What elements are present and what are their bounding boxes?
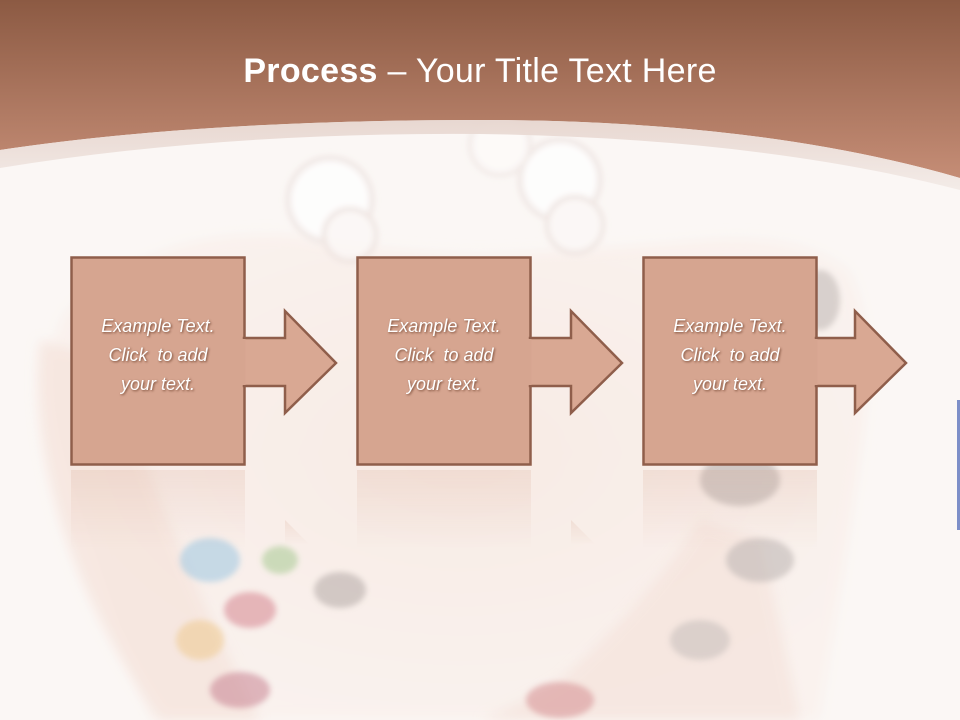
- process-step-2[interactable]: Example Text. Click to add your text.: [356, 256, 646, 468]
- step-arrow-shape: [642, 256, 908, 466]
- header-band: [0, 0, 960, 190]
- edge-marker: [957, 400, 960, 530]
- step-arrow-shape: [356, 256, 624, 466]
- process-step-3[interactable]: Example Text. Click to add your text.: [642, 256, 932, 468]
- step-text-line2: Click to add: [108, 345, 208, 365]
- step-text-line2: Click to add: [394, 345, 494, 365]
- step-text-line3: your text.: [692, 374, 768, 394]
- step-text[interactable]: Example Text. Click to add your text.: [356, 312, 532, 399]
- step-text-line2: Click to add: [680, 345, 780, 365]
- step-reflection: [357, 470, 596, 550]
- step-reflection: [71, 470, 310, 550]
- step-text-line3: your text.: [120, 374, 196, 394]
- step-text-line1: Example Text.: [387, 316, 501, 336]
- step-text[interactable]: Example Text. Click to add your text.: [70, 312, 246, 399]
- title-bold: Process: [243, 52, 378, 90]
- step-text-line3: your text.: [406, 374, 482, 394]
- slide-title[interactable]: Process – Your Title Text Here: [0, 52, 960, 91]
- step-text-line1: Example Text.: [673, 316, 787, 336]
- title-rest: – Your Title Text Here: [377, 52, 717, 90]
- step-arrow-shape: [70, 256, 338, 466]
- process-step-1[interactable]: Example Text. Click to add your text.: [70, 256, 360, 468]
- step-reflection: [643, 470, 817, 550]
- step-text[interactable]: Example Text. Click to add your text.: [642, 312, 818, 399]
- step-text-line1: Example Text.: [101, 316, 215, 336]
